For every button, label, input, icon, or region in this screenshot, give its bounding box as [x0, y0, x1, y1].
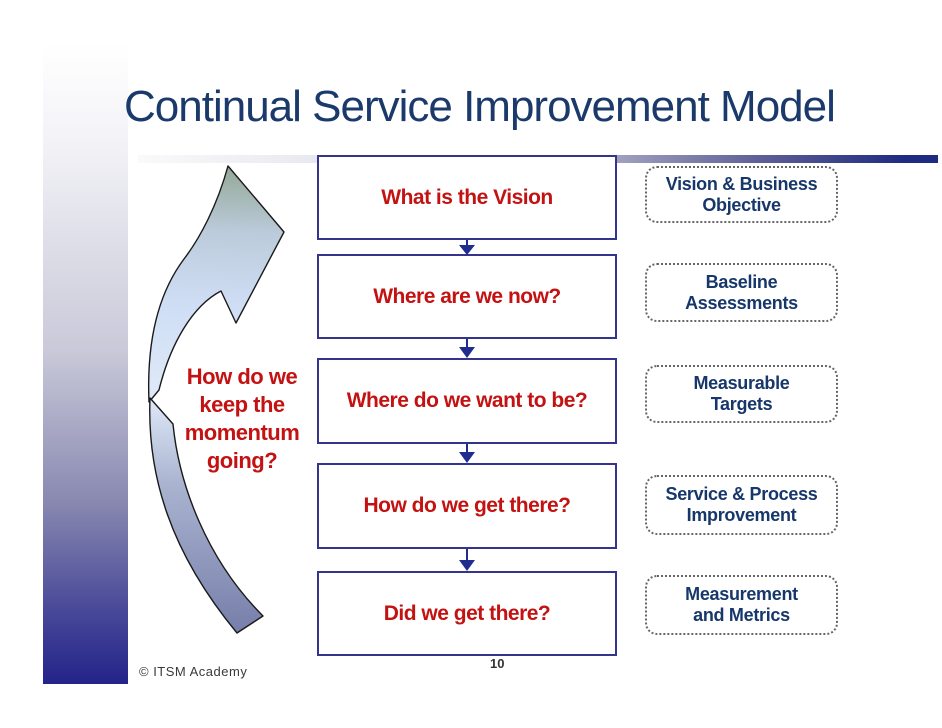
- outcome-box-baseline-assessments: Baseline Assessments: [645, 263, 838, 322]
- curved-loop-arrow-icon: [135, 158, 300, 643]
- outcome-box-measurement-metrics: Measurement and Metrics: [645, 575, 838, 635]
- down-arrow-icon: [456, 549, 478, 571]
- down-arrow-icon: [456, 444, 478, 463]
- flow-box-where-now: Where are we now?: [317, 254, 617, 339]
- outcome-label-line1: Measurement: [685, 584, 798, 604]
- down-arrow-icon: [456, 339, 478, 358]
- outcome-box-measurable-targets: Measurable Targets: [645, 365, 838, 423]
- outcome-label-line2: Improvement: [686, 505, 797, 525]
- page-title: Continual Service Improvement Model: [124, 82, 836, 131]
- outcome-box-service-process: Service & Process Improvement: [645, 475, 838, 535]
- flow-box-how-get: How do we get there?: [317, 463, 617, 549]
- outcome-label-line2: Targets: [710, 394, 773, 414]
- flow-box-label: What is the Vision: [381, 185, 553, 209]
- left-gradient-band: [43, 44, 128, 684]
- flow-box-vision: What is the Vision: [317, 155, 617, 240]
- outcome-label-line1: Service & Process: [665, 484, 818, 504]
- flow-box-did-get: Did we get there?: [317, 571, 617, 656]
- flow-box-label: How do we get there?: [363, 494, 571, 517]
- momentum-question-label: How do we keep the momentum going?: [184, 364, 300, 473]
- down-arrow-icon: [456, 240, 478, 255]
- flow-box-label: Where do we want to be?: [346, 389, 588, 412]
- flow-box-where-want: Where do we want to be?: [317, 358, 617, 444]
- outcome-label-line1: Vision & Business: [665, 173, 818, 194]
- outcome-label-line1: Baseline: [705, 271, 778, 292]
- outcome-label-line1: Measurable: [693, 373, 790, 393]
- flow-box-label: Where are we now?: [373, 284, 561, 308]
- outcome-label-line2: Assessments: [685, 292, 798, 313]
- page-number: 10: [490, 656, 505, 671]
- outcome-label-line2: Objective: [702, 194, 781, 215]
- flow-box-label: Did we get there?: [383, 601, 551, 625]
- outcome-label-line2: and Metrics: [693, 605, 790, 625]
- footer-copyright: © ITSM Academy: [139, 664, 248, 679]
- outcome-box-vision-objective: Vision & Business Objective: [645, 166, 838, 223]
